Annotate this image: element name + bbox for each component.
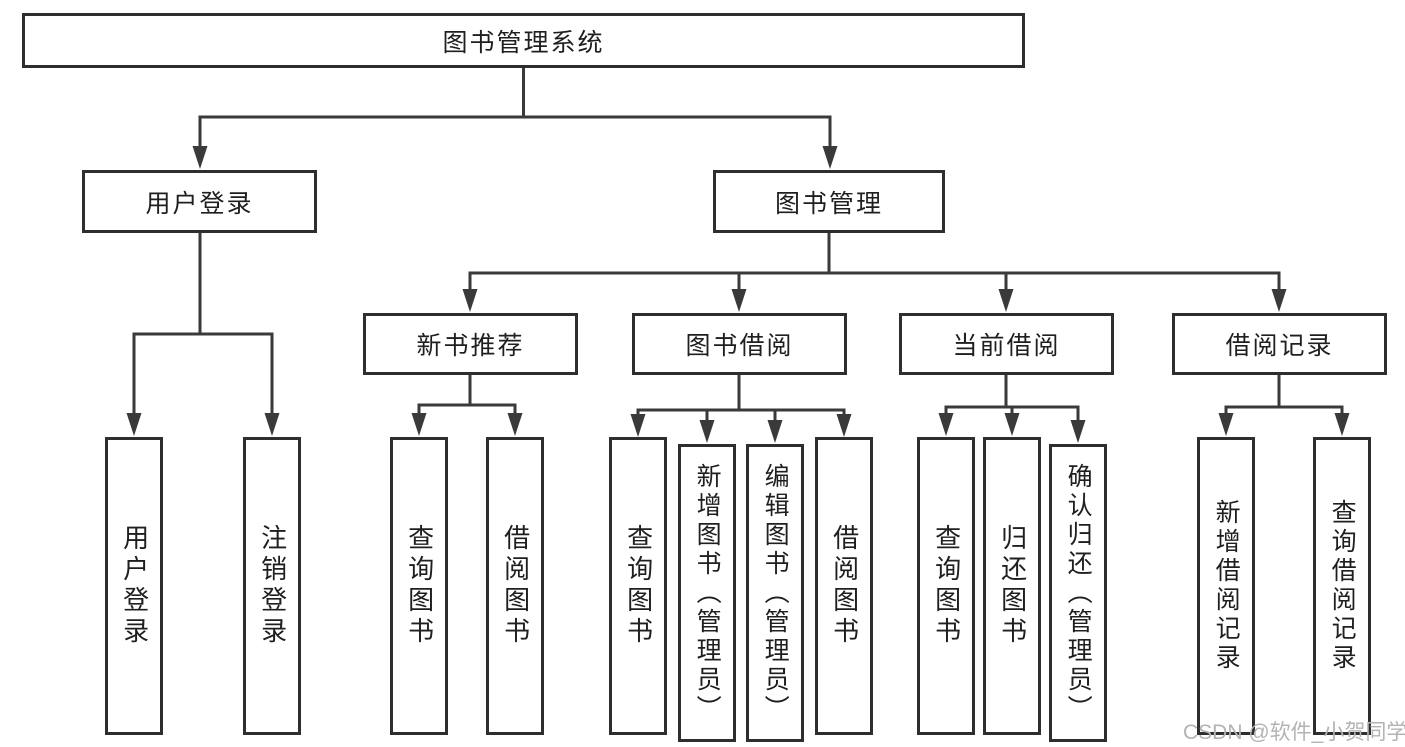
leaf-query-books-current: 查询图书 — [917, 437, 975, 735]
arrowhead — [462, 289, 478, 312]
node-book-management: 图书管理 — [713, 170, 945, 233]
arrowhead — [998, 289, 1014, 312]
node-label: 用户登录 — [145, 189, 254, 218]
arrowhead — [836, 414, 852, 437]
node-label: 查询图书 — [931, 524, 962, 648]
leaf-borrow-books: 借阅图书 — [815, 437, 873, 735]
leaf-confirm-return-admin: 确认归还（管理员） — [1049, 444, 1107, 742]
leaf-add-borrow-record: 新增借阅记录 — [1197, 437, 1255, 735]
arrowhead — [699, 420, 715, 443]
arrowhead — [1334, 413, 1350, 436]
csdn-watermark: CSDN @软件_小贺同学 — [1183, 721, 1405, 744]
node-label: 借阅记录 — [1225, 332, 1334, 360]
node-label: 确认归还（管理员） — [1064, 462, 1093, 724]
arrowhead — [1271, 289, 1287, 312]
node-label: 注销登录 — [257, 524, 288, 648]
arrowhead — [938, 413, 954, 436]
node-label: 新增图书（管理员） — [693, 462, 722, 724]
node-label: 用户登录 — [119, 524, 150, 648]
node-label: 新增借阅记录 — [1212, 499, 1241, 673]
arrowhead — [822, 146, 838, 169]
node-new-book-recommend: 新书推荐 — [363, 313, 578, 375]
node-borrowing-records: 借阅记录 — [1172, 313, 1387, 375]
arrowhead — [507, 413, 523, 436]
node-label: 查询借阅记录 — [1328, 499, 1357, 673]
leaf-logout: 注销登录 — [243, 437, 301, 735]
leaf-add-book-admin: 新增图书（管理员） — [678, 444, 736, 742]
node-label: 查询图书 — [623, 524, 654, 648]
arrowhead — [126, 413, 142, 436]
leaf-query-borrow-record: 查询借阅记录 — [1313, 437, 1371, 735]
node-label: 编辑图书（管理员） — [761, 462, 790, 724]
leaf-edit-book-admin: 编辑图书（管理员） — [746, 444, 804, 742]
leaf-query-books-recommend: 查询图书 — [390, 437, 448, 735]
node-label: 图书管理 — [774, 189, 883, 218]
arrowhead — [731, 289, 747, 312]
arrowhead — [1218, 413, 1234, 436]
node-root-library-system: 图书管理系统 — [22, 13, 1025, 68]
leaf-query-books-borrow: 查询图书 — [609, 437, 667, 735]
leaf-user-login: 用户登录 — [105, 437, 163, 735]
node-label: 借阅图书 — [500, 524, 531, 648]
leaf-return-books: 归还图书 — [983, 437, 1041, 735]
arrowhead — [767, 420, 783, 443]
node-label: 图书借阅 — [685, 332, 794, 360]
node-user-login: 用户登录 — [82, 170, 317, 233]
node-label: 新书推荐 — [416, 332, 525, 360]
arrowhead — [192, 146, 208, 169]
node-book-borrowing: 图书借阅 — [632, 313, 847, 375]
leaf-borrow-books-recommend: 借阅图书 — [486, 437, 544, 735]
arrowhead — [264, 413, 280, 436]
arrowhead — [411, 413, 427, 436]
node-current-borrowing: 当前借阅 — [899, 313, 1114, 375]
arrowhead — [1070, 420, 1086, 443]
arrowhead — [1004, 413, 1020, 436]
node-label: 查询图书 — [404, 524, 435, 648]
node-label: 图书管理系统 — [442, 28, 605, 57]
node-label: 当前借阅 — [952, 332, 1061, 360]
node-label: 归还图书 — [997, 524, 1028, 648]
node-label: 借阅图书 — [829, 524, 860, 648]
arrowhead — [630, 414, 646, 437]
